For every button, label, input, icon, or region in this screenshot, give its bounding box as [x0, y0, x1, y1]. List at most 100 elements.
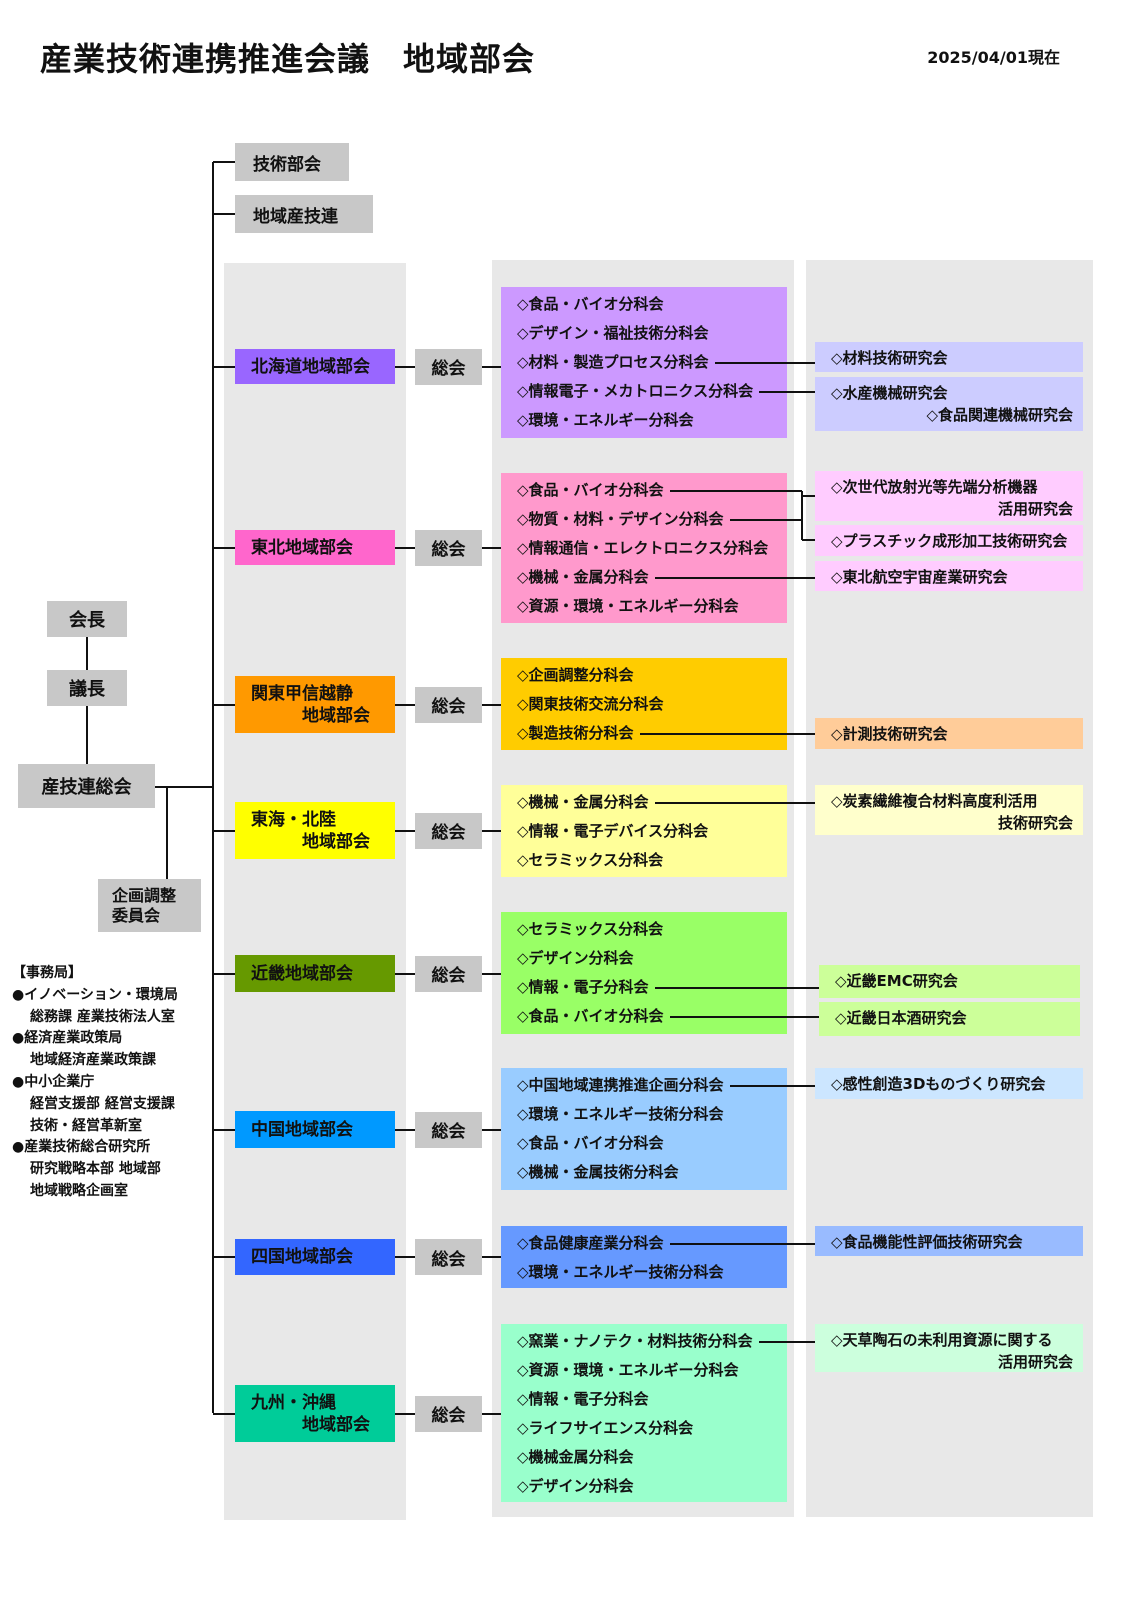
connector-line — [166, 787, 168, 879]
sokai-box: 総会 — [415, 1239, 482, 1275]
bunkakai-box-5: ◇セラミックス分科会 ◇デザイン分科会 ◇情報・電子分科会 ◇食品・バイオ分科会 — [501, 912, 787, 1034]
connector-line — [395, 1256, 415, 1258]
kenkyukai-label: 技術研究会 — [997, 814, 1073, 832]
region-7: 四国地域部会 — [235, 1239, 395, 1275]
vice-chairman-box: 議長 — [47, 670, 127, 706]
secretariat-dept: 研究戦略本部 地域部 — [30, 1161, 161, 1178]
region-2: 東北地域部会 — [235, 530, 395, 565]
connector-line — [669, 1242, 815, 1245]
kenkyukai-label: ◇東北航空宇宙産業研究会 — [831, 568, 1008, 586]
connector-line — [801, 496, 803, 520]
bunkakai-item: ◇デザイン・福祉技術分科会 — [517, 324, 709, 342]
connector-line — [802, 495, 815, 497]
kenkyukai-box: ◇計測技術研究会 — [815, 718, 1083, 749]
connector-line — [482, 365, 501, 368]
connector-line — [395, 1412, 415, 1415]
kenkyukai-box: ◇食品機能性評価技術研究会 — [815, 1226, 1083, 1256]
bunkakai-item: ◇食品・バイオ分科会 — [517, 1007, 664, 1025]
connector-line — [758, 1340, 815, 1343]
top-box-1: 技術部会 — [235, 143, 349, 181]
bunkakai-item: ◇環境・エネルギー技術分科会 — [517, 1105, 724, 1123]
general-assembly-box: 産技連総会 — [18, 764, 155, 808]
connector-line — [213, 972, 235, 975]
connector-line — [213, 365, 235, 368]
kenkyukai-box: ◇材料技術研究会 — [815, 342, 1083, 372]
connector-line — [213, 213, 235, 215]
connector-line — [639, 732, 815, 735]
bunkakai-item: ◇情報・電子分科会 — [517, 1390, 649, 1408]
sokai-box: 総会 — [415, 955, 482, 992]
bunkakai-item: ◇食品・バイオ分科会 — [517, 295, 664, 313]
connector-line — [714, 361, 815, 364]
connector-line — [213, 546, 235, 549]
kenkyukai-box: ◇天草陶石の未利用資源に関する活用研究会 — [815, 1324, 1083, 1372]
secretariat-list: ●イノベーション・環境局総務課 産業技術法人室●経済産業政策局地域経済産業政策課… — [12, 985, 178, 1203]
connector-line — [213, 703, 235, 706]
secretariat-org: ●イノベーション・環境局 — [12, 986, 178, 1003]
bunkakai-item: ◇デザイン分科会 — [517, 1477, 634, 1495]
bunkakai-item: ◇食品・バイオ分科会 — [517, 1134, 664, 1152]
connector-line — [482, 972, 501, 975]
connector-line — [86, 706, 88, 764]
region-3: 関東甲信越静 地域部会 — [235, 676, 395, 733]
bunkakai-item: ◇資源・環境・エネルギー分科会 — [517, 597, 739, 615]
region-4: 東海・北陸 地域部会 — [235, 802, 395, 859]
connector-line — [669, 489, 802, 492]
kenkyukai-label: ◇食品機能性評価技術研究会 — [831, 1233, 1023, 1251]
as-of-date: 2025/04/01現在 — [927, 48, 1060, 67]
connector-line — [395, 1128, 415, 1131]
top-box-2: 地域産技連 — [235, 195, 373, 233]
bunkakai-item: ◇セラミックス分科会 — [517, 920, 664, 938]
connector-line — [482, 703, 501, 706]
kenkyukai-box: ◇東北航空宇宙産業研究会 — [815, 561, 1083, 591]
secretariat-org: ●中小企業庁 — [12, 1073, 95, 1090]
bunkakai-item: ◇情報電子・メカトロニクス分科会 — [517, 382, 754, 400]
connector-line — [155, 786, 213, 788]
bunkakai-item: ◇環境・エネルギー技術分科会 — [517, 1263, 724, 1281]
kenkyukai-box: ◇プラスチック成形加工技術研究会 — [815, 525, 1083, 556]
kenkyukai-label: ◇材料技術研究会 — [831, 349, 948, 367]
connector-line — [654, 986, 819, 989]
bunkakai-item: ◇ライフサイエンス分科会 — [517, 1419, 694, 1437]
connector-line — [212, 162, 214, 1413]
bunkakai-item: ◇食品健康産業分科会 — [517, 1234, 664, 1252]
sokai-box: 総会 — [415, 348, 482, 385]
page-title: 産業技術連携推進会議 地域部会 — [40, 40, 536, 78]
connector-line — [395, 703, 415, 706]
bunkakai-item: ◇企画調整分科会 — [517, 666, 634, 684]
connector-line — [482, 1256, 501, 1258]
kenkyukai-label: ◇感性創造3Dものづくり研究会 — [831, 1075, 1046, 1093]
connector-line — [482, 829, 501, 832]
connector-line — [395, 365, 415, 368]
secretariat: 【事務局】 ●イノベーション・環境局総務課 産業技術法人室●経済産業政策局地域経… — [12, 963, 178, 1203]
bunkakai-item: ◇情報・電子デバイス分科会 — [517, 822, 709, 840]
planning-committee-box: 企画調整 委員会 — [98, 879, 201, 932]
kenkyukai-label: ◇食品関連機械研究会 — [926, 406, 1073, 424]
bunkakai-item: ◇情報・電子分科会 — [517, 978, 649, 996]
region-5: 近畿地域部会 — [235, 955, 395, 992]
connector-line — [213, 161, 235, 163]
kenkyukai-label: ◇計測技術研究会 — [831, 725, 948, 743]
bunkakai-box-4: ◇機械・金属分科会◇情報・電子デバイス分科会◇セラミックス分科会 — [501, 785, 787, 877]
connector-line — [654, 801, 815, 804]
secretariat-org: ●経済産業政策局 — [12, 1030, 123, 1047]
connector-line — [801, 490, 803, 496]
bunkakai-item: ◇物質・材料・デザイン分科会 — [517, 510, 724, 528]
bunkakai-box-8: ◇窯業・ナノテク・材料技術分科会◇資源・環境・エネルギー分科会◇情報・電子分科会… — [501, 1324, 787, 1502]
kenkyukai-column — [806, 260, 1093, 1517]
secretariat-dept: 経営支援部 経営支援課 — [30, 1095, 175, 1112]
connector-line — [729, 518, 802, 521]
bunkakai-item: ◇中国地域連携推進企画分科会 — [517, 1076, 724, 1094]
bunkakai-item: ◇材料・製造プロセス分科会 — [517, 353, 709, 371]
kenkyukai-label: ◇プラスチック成形加工技術研究会 — [831, 532, 1068, 550]
bunkakai-item: ◇機械・金属分科会 — [517, 793, 649, 811]
bunkakai-item: ◇食品・バイオ分科会 — [517, 481, 664, 499]
kenkyukai-label: ◇近畿EMC研究会 — [835, 972, 958, 990]
bunkakai-item: ◇機械金属分科会 — [517, 1448, 634, 1466]
secretariat-org: ●産業技術総合研究所 — [12, 1139, 151, 1156]
connector-line — [482, 546, 501, 549]
secretariat-dept: 総務課 産業技術法人室 — [30, 1008, 175, 1025]
kenkyukai-label: ◇近畿日本酒研究会 — [835, 1009, 967, 1027]
bunkakai-item: ◇デザイン分科会 — [517, 949, 634, 967]
connector-line — [213, 1128, 235, 1131]
